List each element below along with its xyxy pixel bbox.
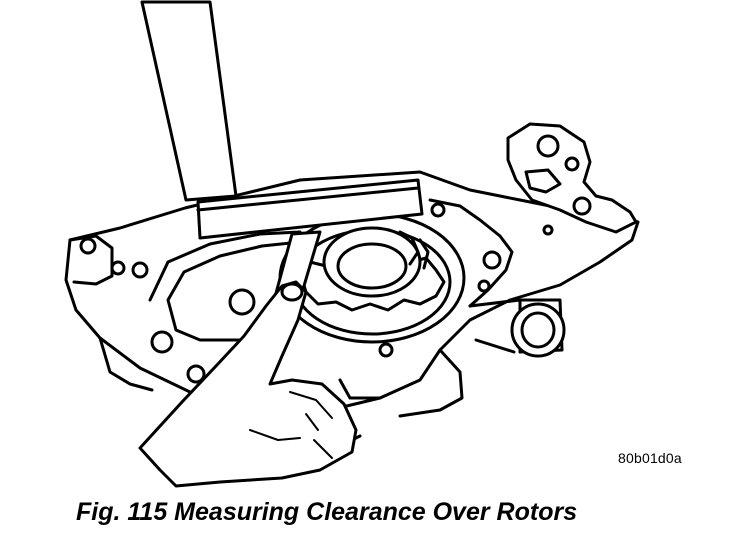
rotor-assembly xyxy=(278,212,466,344)
figure-reference-code: 80b01d0a xyxy=(618,450,682,466)
straightedge xyxy=(196,178,424,240)
technician-hand xyxy=(138,280,358,488)
tool-handle xyxy=(140,0,238,202)
figure-caption: Fig. 115 Measuring Clearance Over Rotors xyxy=(76,498,578,526)
